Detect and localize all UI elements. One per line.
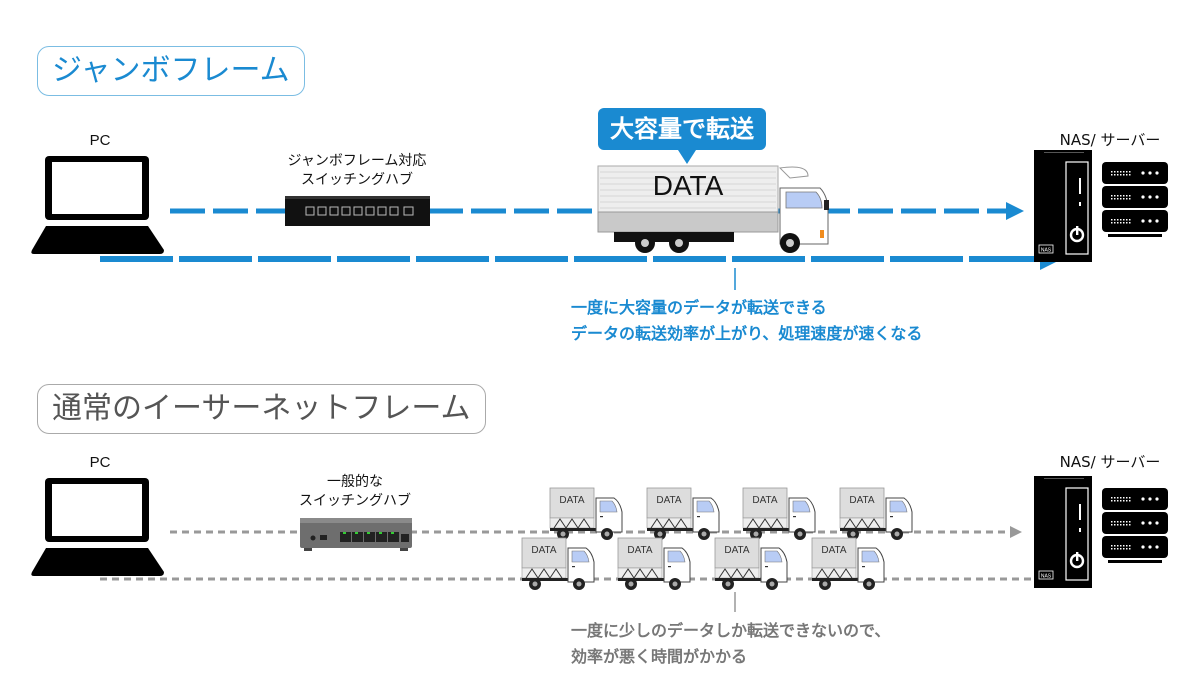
jumbo-switch-label-line2: スイッチングハブ xyxy=(301,172,413,188)
pc-label: PC xyxy=(89,132,111,149)
pc-laptop-icon-normal xyxy=(31,478,165,576)
small-truck-data-label: DATA xyxy=(656,495,682,506)
normal-note-line2: 効率が悪く時間がかかる xyxy=(571,647,748,666)
jumbo-switch-icon xyxy=(285,196,430,226)
normal-frame-title: 通常のイーサーネットフレーム xyxy=(37,384,486,434)
jumbo-switch-label: ジャンボフレーム対応 スイッチングハブ xyxy=(262,152,452,190)
normal-server-label: NAS/ サーバー xyxy=(1059,453,1161,471)
pc-label-normal: PC xyxy=(89,454,111,471)
small-truck-data-label: DATA xyxy=(821,545,847,556)
normal-switch-label: 一般的な スイッチングハブ xyxy=(280,473,430,511)
small-truck-data-label: DATA xyxy=(724,545,750,556)
small-truck-data-label: DATA xyxy=(752,495,778,506)
normal-nas-server-icon xyxy=(1032,474,1170,590)
large-data-truck-icon xyxy=(597,165,829,253)
jumbo-server-label: NAS/ サーバー xyxy=(1059,131,1161,149)
large-capacity-bubble: 大容量で転送 xyxy=(598,108,766,164)
large-truck-data-label: DATA xyxy=(652,170,724,201)
small-truck-data-label: DATA xyxy=(531,545,557,556)
jumbo-note-line1: 一度に大容量のデータが転送できる xyxy=(571,298,827,317)
jumbo-note-line2: データの転送効率が上がり、処理速度が速くなる xyxy=(571,324,923,343)
jumbo-upper-arrow-head xyxy=(1006,202,1024,220)
jumbo-nas-server-icon xyxy=(1032,148,1170,264)
jumbo-frame-title: ジャンボフレーム xyxy=(37,46,305,96)
pc-laptop-icon xyxy=(31,156,165,254)
normal-switch-label-line2: スイッチングハブ xyxy=(299,493,411,509)
normal-note: 一度に少しのデータしか転送できないので、 効率が悪く時間がかかる xyxy=(571,618,890,670)
small-truck-data-label: DATA xyxy=(849,495,875,506)
small-truck-data-label: DATA xyxy=(627,545,653,556)
jumbo-note: 一度に大容量のデータが転送できる データの転送効率が上がり、処理速度が速くなる xyxy=(571,295,922,347)
normal-switch-icon xyxy=(300,518,412,551)
jumbo-switch-label-line1: ジャンボフレーム対応 xyxy=(287,153,427,169)
normal-upper-arrow-head xyxy=(1010,526,1022,538)
normal-note-line1: 一度に少しのデータしか転送できないので、 xyxy=(571,621,891,640)
normal-switch-label-line1: 一般的な xyxy=(327,474,383,490)
small-truck-data-label: DATA xyxy=(559,495,585,506)
